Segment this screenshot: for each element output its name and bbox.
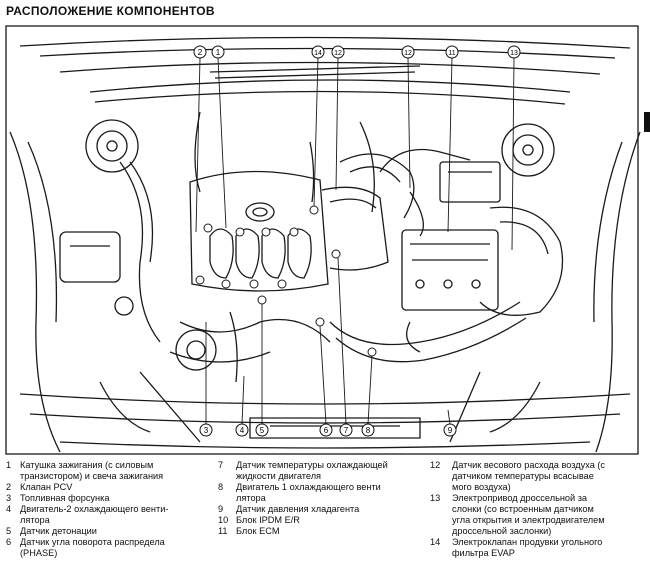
legend-text: Клапан PCV <box>20 482 73 492</box>
legend-text: Датчик температуры охлаждающей жидкости … <box>236 460 388 481</box>
legend-number: 2 <box>6 482 12 492</box>
svg-text:8: 8 <box>366 426 371 435</box>
svg-text:4: 4 <box>240 426 245 435</box>
legend-number: 12 <box>430 460 441 470</box>
callout-top-4: 12 <box>331 45 345 59</box>
engine-bay-drawing: 2 1 14 12 12 11 13 3 <box>5 25 641 455</box>
legend-number: 7 <box>218 460 224 470</box>
legend-number: 11 <box>218 526 228 536</box>
legend-text: Топливная форсунка <box>20 493 110 503</box>
legend-item: 10 Блок IPDM E/R <box>218 515 422 526</box>
legend-item: 9 Датчик давления хладагента <box>218 504 422 515</box>
callout-bottom-7: 9 <box>443 423 457 437</box>
svg-text:9: 9 <box>448 426 453 435</box>
legend-item: 8 Двигатель 1 охлаждающего венти лятора <box>218 482 422 504</box>
legend-item: 3 Топливная форсунка <box>6 493 228 504</box>
callout-top-2: 1 <box>211 45 225 59</box>
svg-text:5: 5 <box>260 426 265 435</box>
legend-number: 4 <box>6 504 12 514</box>
callout-bottom-6: 8 <box>361 423 375 437</box>
legend-column-3: 12 Датчик весового расхода воздуха (с да… <box>430 460 645 559</box>
svg-text:2: 2 <box>198 48 203 57</box>
callout-bottom-3: 5 <box>255 423 269 437</box>
legend-number: 9 <box>218 504 224 514</box>
svg-text:6: 6 <box>324 426 329 435</box>
legend-text: Двигатель-2 охлаждающего венти- лятора <box>20 504 169 525</box>
svg-text:1: 1 <box>216 48 221 57</box>
legend-item: 5 Датчик детонации <box>6 526 228 537</box>
legend-item: 14 Электроклапан продувки угольного филь… <box>430 537 645 559</box>
callouts-top: 2 1 14 12 12 11 13 <box>193 45 521 59</box>
legend-text: Катушка зажигания (с силовым транзисторо… <box>20 460 164 481</box>
legend-text: Датчик давления хладагента <box>236 504 360 514</box>
legend-number: 1 <box>6 460 12 470</box>
legend-item: 1 Катушка зажигания (с силовым транзисто… <box>6 460 228 482</box>
legend-item: 12 Датчик весового расхода воздуха (с да… <box>430 460 645 493</box>
legend-number: 6 <box>6 537 12 547</box>
legend-number: 3 <box>6 493 12 503</box>
legend-item: 2 Клапан PCV <box>6 482 228 493</box>
callout-top-1: 2 <box>193 45 207 59</box>
svg-text:3: 3 <box>204 426 209 435</box>
legend-text: Датчик детонации <box>20 526 97 536</box>
leader-lines <box>195 57 515 425</box>
legend-text: Электроклапан продувки угольного фильтра… <box>452 537 603 558</box>
legend-number: 5 <box>6 526 12 536</box>
component-legend: 1 Катушка зажигания (с силовым транзисто… <box>0 460 650 575</box>
legend-number: 14 <box>430 537 441 547</box>
engine-bay-linework <box>5 25 641 455</box>
legend-item: 13 Электропривод дроссельной за слонки (… <box>430 493 645 537</box>
legend-item: 7 Датчик температуры охлаждающей жидкост… <box>218 460 422 482</box>
svg-text:12: 12 <box>334 50 342 57</box>
legend-number: 8 <box>218 482 224 492</box>
legend-number: 10 <box>218 515 229 525</box>
legend-column-2: 7 Датчик температуры охлаждающей жидкост… <box>218 460 422 537</box>
callout-bottom-2: 4 <box>235 423 249 437</box>
legend-item: 11 Блок ECM <box>218 526 422 537</box>
legend-text: Двигатель 1 охлаждающего венти лятора <box>236 482 381 503</box>
legend-text: Датчик угла поворота распредела (PHASE) <box>20 537 165 558</box>
page-title: РАСПОЛОЖЕНИЕ КОМПОНЕНТОВ <box>6 4 215 18</box>
legend-text: Электропривод дроссельной за слонки (со … <box>452 493 605 536</box>
page-edge-mark <box>644 112 650 132</box>
callout-top-3: 14 <box>311 45 325 59</box>
svg-text:12: 12 <box>404 50 412 57</box>
svg-text:7: 7 <box>344 426 349 435</box>
legend-item: 6 Датчик угла поворота распредела (PHASE… <box>6 537 228 559</box>
svg-text:13: 13 <box>510 50 518 57</box>
legend-text: Блок ECM <box>236 526 280 536</box>
callout-bottom-1: 3 <box>199 423 213 437</box>
legend-column-1: 1 Катушка зажигания (с силовым транзисто… <box>6 460 228 559</box>
callouts-bottom: 3 4 5 6 7 8 9 <box>199 423 457 437</box>
legend-item: 4 Двигатель-2 охлаждающего венти- лятора <box>6 504 228 526</box>
legend-number: 13 <box>430 493 441 503</box>
callout-bottom-5: 7 <box>339 423 353 437</box>
callout-top-6: 11 <box>445 45 459 59</box>
legend-text: Датчик весового расхода воздуха (с датчи… <box>452 460 606 492</box>
callout-top-5: 12 <box>401 45 415 59</box>
svg-text:14: 14 <box>314 50 322 57</box>
callout-top-7: 13 <box>507 45 521 59</box>
component-markers <box>195 205 377 357</box>
callout-bottom-4: 6 <box>319 423 333 437</box>
svg-text:11: 11 <box>448 50 455 57</box>
legend-text: Блок IPDM E/R <box>236 515 300 525</box>
